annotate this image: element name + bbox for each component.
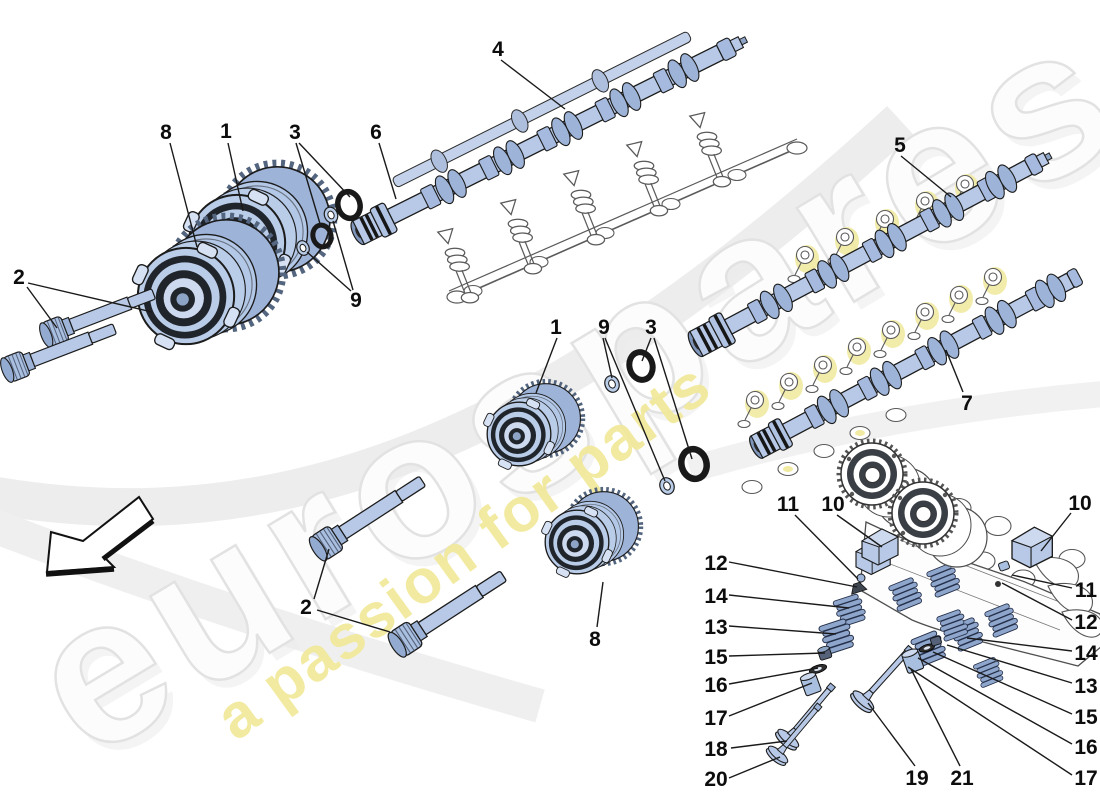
camshaft-5 <box>687 151 1053 358</box>
callout-label: 18 <box>704 738 728 761</box>
ghost-valves-row-lower <box>741 407 907 495</box>
callout-label: 10 <box>821 493 844 516</box>
callout-label: 3 <box>645 316 657 339</box>
callout-label: 11 <box>777 493 800 516</box>
exploded-valve-parts-left <box>763 581 869 769</box>
camshaft-4 <box>350 31 749 246</box>
callout-label: 9 <box>598 316 610 339</box>
valve-seal-15-right <box>930 635 942 647</box>
callout-label: 7 <box>961 392 973 415</box>
direction-arrow <box>45 495 155 577</box>
callout-label: 8 <box>589 628 601 651</box>
callout-label: 4 <box>492 38 504 61</box>
mounting-bolts-top <box>0 281 159 385</box>
callout-label: 16 <box>704 674 727 697</box>
callout-label: 12 <box>704 552 727 575</box>
leader-lines <box>26 59 1073 779</box>
callout-label: 12 <box>1074 611 1097 634</box>
callout-label: 13 <box>704 616 727 639</box>
callout-label: 21 <box>950 767 974 790</box>
valve-keepers-12 <box>851 581 868 595</box>
valve-part-11-right <box>997 560 1011 572</box>
valve-keepers-12-right <box>995 581 1001 587</box>
callout-label: 10 <box>1068 492 1091 515</box>
callout-label: 1 <box>220 120 232 143</box>
callout-label: 3 <box>289 121 301 144</box>
callout-label: 19 <box>905 767 928 790</box>
callout-label: 6 <box>370 121 382 144</box>
callout-label: 8 <box>160 121 172 144</box>
watermark-swoosh <box>0 106 913 527</box>
seal-rings-top <box>296 188 363 256</box>
watermark-swoosh <box>686 381 1100 483</box>
callout-label: 11 <box>1075 579 1098 602</box>
valve-part-11-left <box>856 573 866 583</box>
callout-label: 17 <box>1074 767 1097 790</box>
callout-label: 17 <box>704 707 727 730</box>
callout-label: 15 <box>1074 706 1098 729</box>
callout-labels: 8 1 3 2 9 6 4 5 1 9 3 7 2 8 11 10 10 11 … <box>13 38 1098 791</box>
camshaft-end-piece-6 <box>350 202 398 246</box>
valve-seal-15 <box>817 645 833 661</box>
camshaft-7 <box>749 268 1083 459</box>
seal-rings-middle <box>604 349 710 495</box>
callout-label: 2 <box>13 266 25 289</box>
callout-label: 20 <box>704 768 727 791</box>
callout-label: 2 <box>300 596 312 619</box>
watermark-swoosh <box>0 510 545 723</box>
exploded-valve-parts-right <box>847 608 971 716</box>
callout-label: 1 <box>550 316 562 339</box>
spring-seat-16-right <box>918 643 936 653</box>
callout-label: 14 <box>1074 642 1098 665</box>
spring-seat-16 <box>808 664 828 674</box>
callout-label: 13 <box>1074 675 1097 698</box>
valve-20 <box>763 696 830 769</box>
vvt-actuator-pair <box>131 163 333 351</box>
callout-label: 9 <box>350 289 362 312</box>
ghost-valvetrain-assembly-4 <box>437 112 808 304</box>
callout-label: 5 <box>894 134 906 157</box>
callout-label: 15 <box>704 646 728 669</box>
valve-gear-assembly <box>836 438 1100 689</box>
callout-label: 14 <box>704 585 728 608</box>
callout-label: 16 <box>1074 736 1097 759</box>
